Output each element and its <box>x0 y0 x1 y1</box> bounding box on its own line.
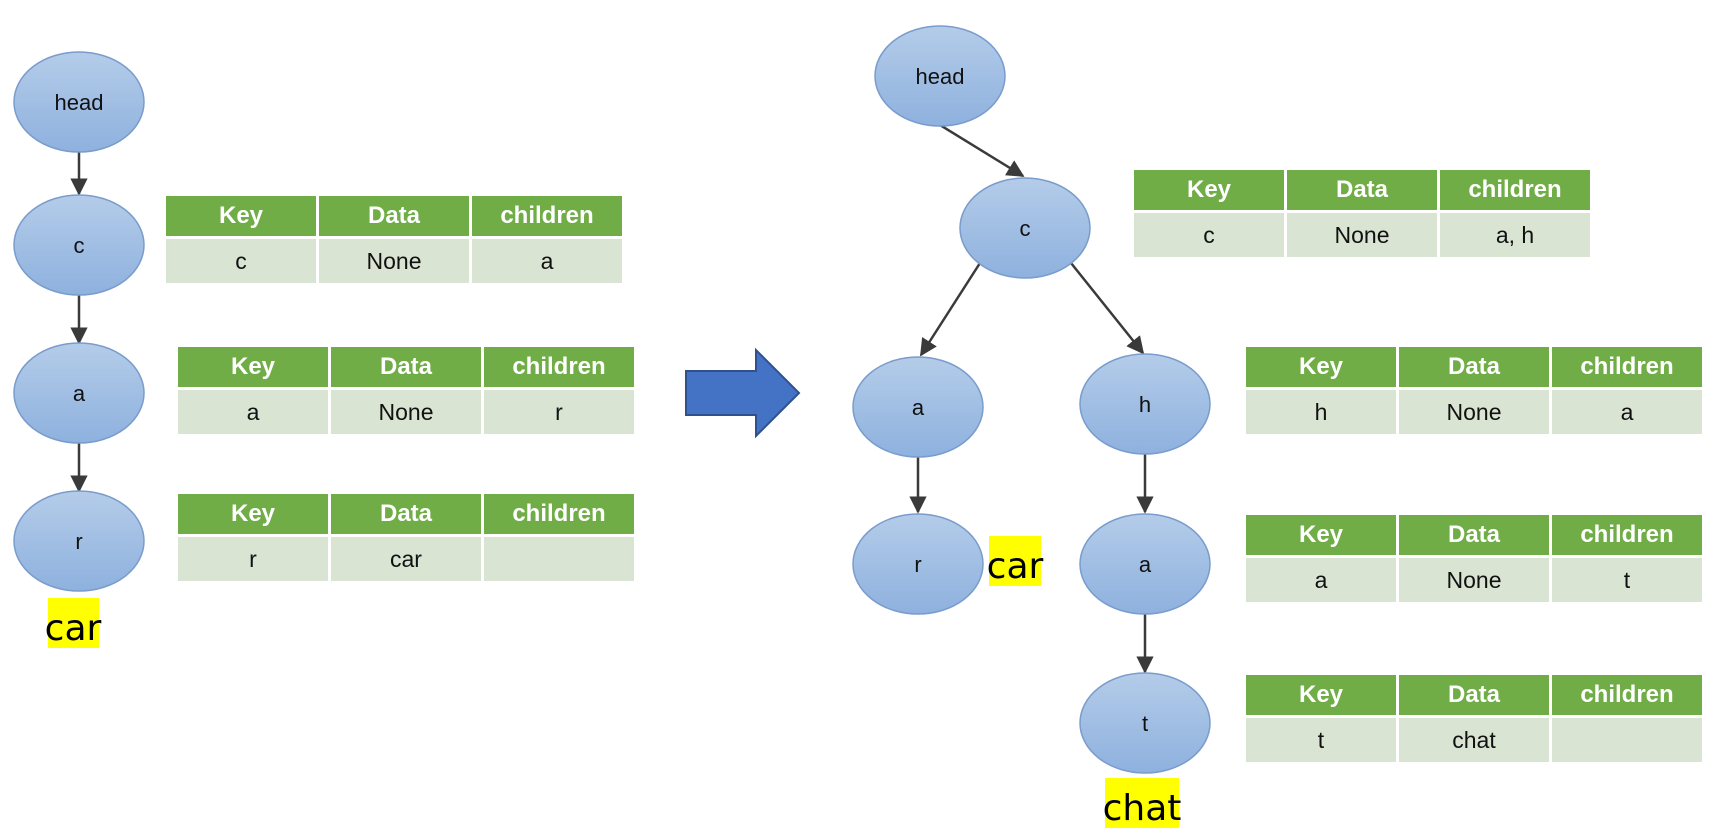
table-cell-children: r <box>484 390 634 434</box>
node-table-h: Key Data children h None a <box>1243 344 1705 437</box>
right-trie: head c a h r a t car <box>852 25 1211 829</box>
table-cell-children: a <box>1552 390 1702 434</box>
node-t: t <box>1079 672 1211 774</box>
word-label: chat <box>1103 788 1182 829</box>
table-header-data: Data <box>319 196 469 236</box>
table-cell-children <box>1552 718 1702 762</box>
word-highlight-car: car <box>987 536 1044 587</box>
node-label: a <box>912 395 925 420</box>
table-cell-key: a <box>178 390 328 434</box>
node-table-a: Key Data children a None t <box>1243 512 1705 605</box>
node-label: head <box>55 90 104 115</box>
node-label: c <box>74 233 85 258</box>
node-r: r <box>13 490 145 592</box>
node-r: r <box>852 513 984 615</box>
node-label: h <box>1139 392 1151 417</box>
table-header-key: Key <box>166 196 316 236</box>
table-cell-data: None <box>319 239 469 283</box>
table-header-children: children <box>484 347 634 387</box>
table-cell-data: car <box>331 537 481 581</box>
left-trie: head c a r car <box>13 51 145 649</box>
word-label: car <box>45 608 102 649</box>
node-label: c <box>1020 216 1031 241</box>
table-header-key: Key <box>1246 675 1396 715</box>
table-header-data: Data <box>1287 170 1437 210</box>
table-cell-key: c <box>1134 213 1284 257</box>
node-table-t: Key Data children t chat <box>1243 672 1705 765</box>
table-cell-children: a, h <box>1440 213 1590 257</box>
node-label: t <box>1142 711 1148 736</box>
table-header-data: Data <box>331 494 481 534</box>
table-header-data: Data <box>1399 515 1549 555</box>
node-h: h <box>1079 353 1211 455</box>
table-header-key: Key <box>178 347 328 387</box>
node-c: c <box>959 177 1091 279</box>
node-label: r <box>914 552 921 577</box>
node-label: head <box>916 64 965 89</box>
table-cell-key: h <box>1246 390 1396 434</box>
table-header-key: Key <box>1246 347 1396 387</box>
node-table-c: Key Data children c None a <box>163 193 625 286</box>
word-label: car <box>987 546 1044 587</box>
node-head: head <box>13 51 145 153</box>
node-c: c <box>13 194 145 296</box>
node-head: head <box>874 25 1006 127</box>
table-cell-children: a <box>472 239 622 283</box>
node-a: a <box>13 342 145 444</box>
edge-c-a <box>919 262 982 357</box>
edge-head-c <box>939 123 1025 178</box>
table-header-children: children <box>1440 170 1590 210</box>
table-cell-key: t <box>1246 718 1396 762</box>
node-a: a <box>852 356 984 458</box>
table-header-data: Data <box>331 347 481 387</box>
table-cell-children: t <box>1552 558 1702 602</box>
node-table-c: Key Data children c None a, h <box>1131 167 1593 260</box>
edge-c-h <box>1070 262 1145 355</box>
table-cell-key: a <box>1246 558 1396 602</box>
table-cell-data: None <box>1399 390 1549 434</box>
right-arrow-icon <box>685 347 801 439</box>
table-header-children: children <box>484 494 634 534</box>
table-header-children: children <box>1552 347 1702 387</box>
table-header-key: Key <box>1246 515 1396 555</box>
table-header-key: Key <box>178 494 328 534</box>
word-highlight-chat: chat <box>1103 778 1182 829</box>
table-cell-data: chat <box>1399 718 1549 762</box>
table-header-data: Data <box>1399 675 1549 715</box>
table-cell-key: r <box>178 537 328 581</box>
table-cell-children <box>484 537 634 581</box>
node-label: a <box>1139 552 1152 577</box>
node-label: a <box>73 381 86 406</box>
table-cell-data: None <box>1287 213 1437 257</box>
table-header-children: children <box>1552 515 1702 555</box>
table-cell-key: c <box>166 239 316 283</box>
table-header-children: children <box>1552 675 1702 715</box>
table-header-children: children <box>472 196 622 236</box>
node-label: r <box>75 529 82 554</box>
node-table-a: Key Data children a None r <box>175 344 637 437</box>
table-cell-data: None <box>1399 558 1549 602</box>
word-highlight-car: car <box>45 598 102 649</box>
node-table-r: Key Data children r car <box>175 491 637 584</box>
table-header-data: Data <box>1399 347 1549 387</box>
table-header-key: Key <box>1134 170 1284 210</box>
table-cell-data: None <box>331 390 481 434</box>
node-a: a <box>1079 513 1211 615</box>
